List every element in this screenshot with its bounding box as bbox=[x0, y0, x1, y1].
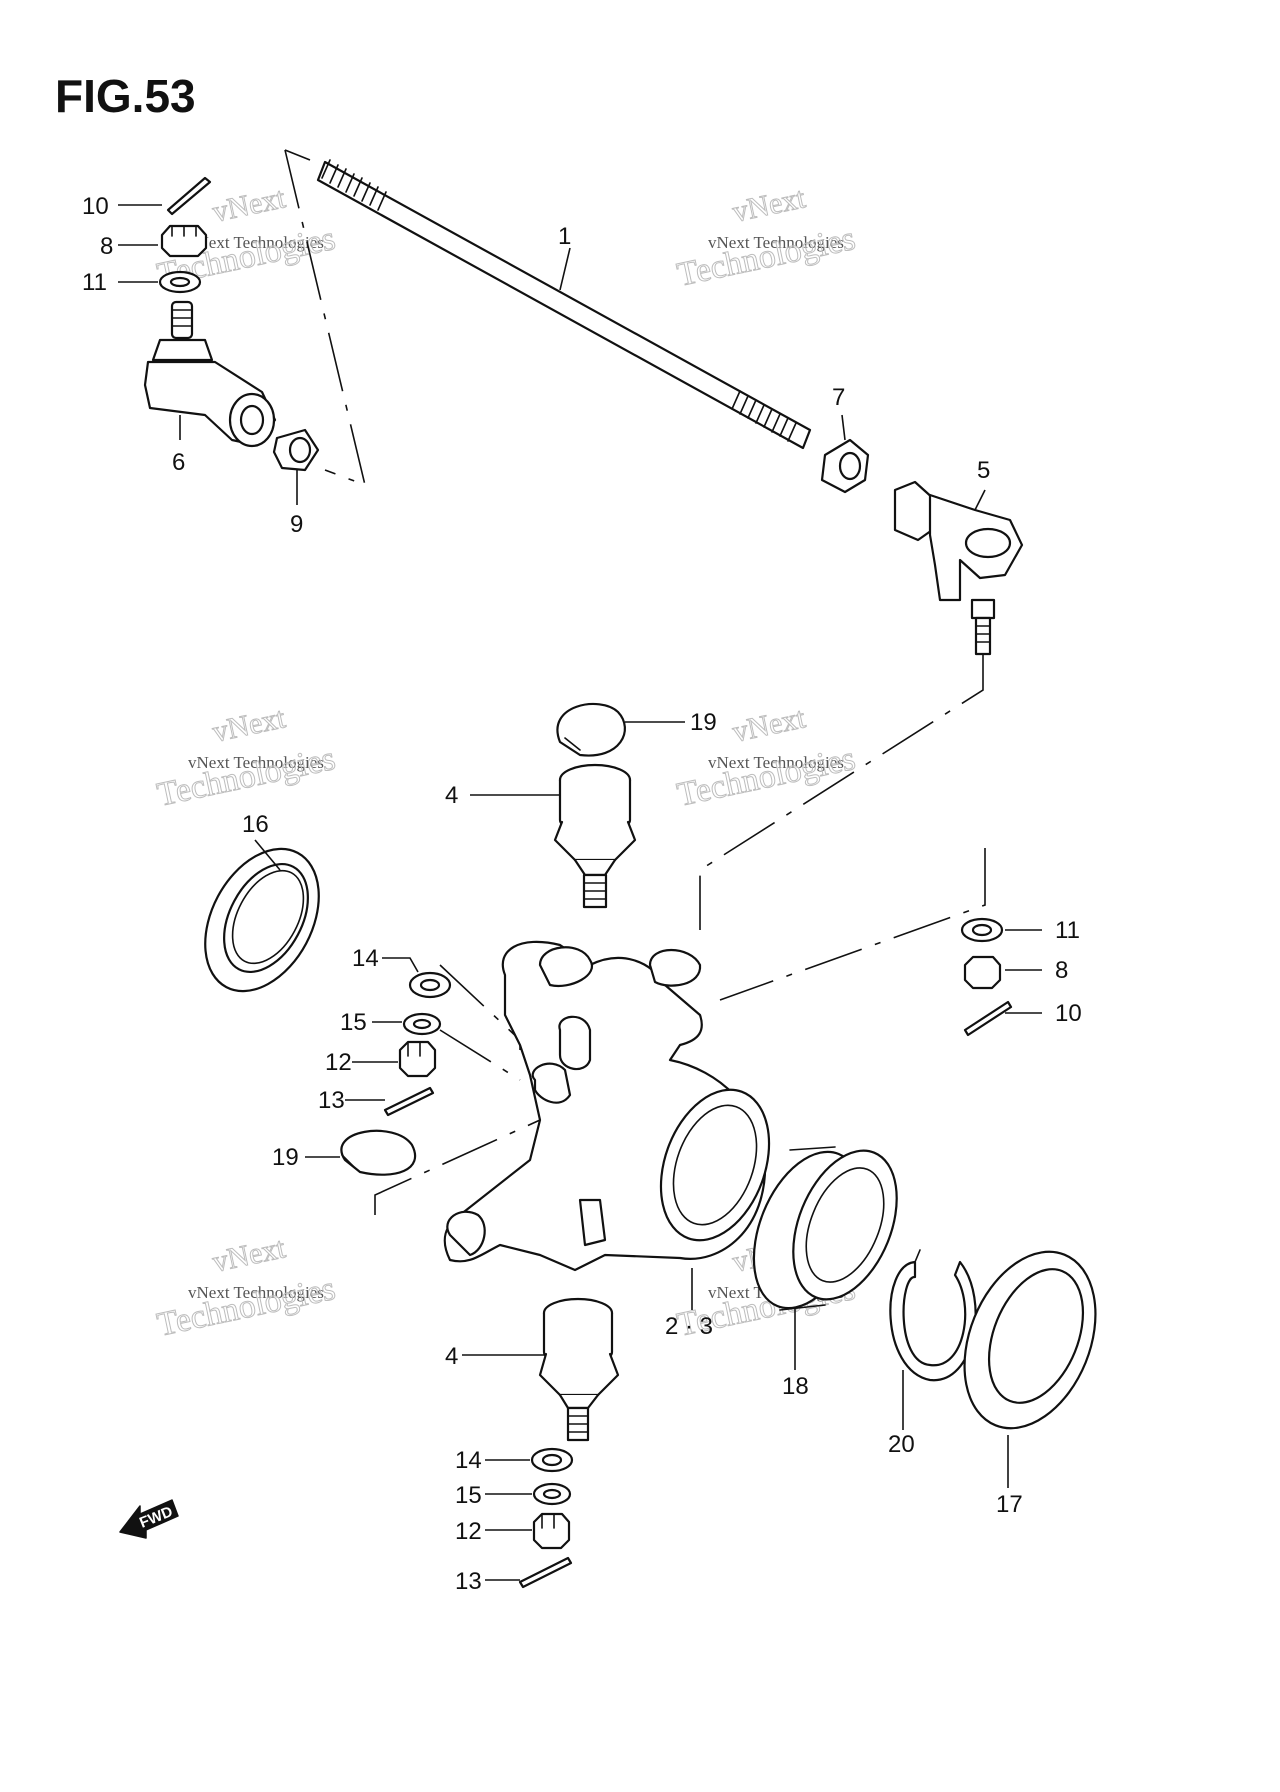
steering-knuckle bbox=[443, 940, 771, 1272]
svg-text:vNext: vNext bbox=[210, 1231, 289, 1279]
svg-text:Technologies: Technologies bbox=[154, 740, 339, 814]
guide-line bbox=[284, 149, 367, 487]
leader-lines bbox=[118, 204, 1042, 1581]
oil-seal bbox=[963, 1250, 1097, 1430]
washer bbox=[530, 1447, 574, 1473]
ball-joint bbox=[538, 1297, 620, 1442]
assembly-guides bbox=[284, 149, 986, 1215]
guide-line bbox=[439, 1029, 521, 1081]
svg-text:Technologies: Technologies bbox=[154, 1270, 339, 1344]
castle-nut bbox=[532, 1512, 571, 1550]
circlip bbox=[889, 1249, 977, 1382]
svg-text:vNext Technologies: vNext Technologies bbox=[188, 753, 324, 772]
washer bbox=[408, 971, 452, 999]
guide-line bbox=[719, 848, 986, 1001]
callout-14: 14 bbox=[352, 945, 379, 972]
figure-title: FIG.53 bbox=[55, 70, 196, 122]
callout-10: 10 bbox=[1055, 1000, 1082, 1027]
callout-14: 14 bbox=[455, 1447, 482, 1474]
washer bbox=[532, 1482, 572, 1506]
tie-rod-end-right bbox=[893, 480, 1024, 656]
washer bbox=[158, 270, 202, 294]
tie-rod bbox=[316, 159, 812, 450]
callout-11: 11 bbox=[82, 269, 107, 296]
washer bbox=[960, 917, 1004, 943]
ball-joint bbox=[553, 763, 637, 909]
wheel-bearing bbox=[752, 1146, 898, 1311]
callout-12: 12 bbox=[325, 1049, 352, 1076]
callout-10: 10 bbox=[82, 193, 109, 220]
svg-text:vNext Technologies: vNext Technologies bbox=[188, 1283, 324, 1302]
svg-text:Technologies: Technologies bbox=[674, 740, 859, 814]
washer bbox=[402, 1012, 442, 1036]
callout-2-3: 2 · 3 bbox=[665, 1313, 713, 1340]
callout-5: 5 bbox=[977, 457, 990, 484]
guide-line bbox=[284, 149, 311, 161]
circlip bbox=[340, 1129, 417, 1176]
guide-line bbox=[699, 655, 984, 930]
callout-15: 15 bbox=[455, 1482, 482, 1509]
callout-19: 19 bbox=[690, 709, 717, 736]
oil-seal bbox=[204, 847, 320, 993]
nut bbox=[820, 438, 870, 494]
forward-arrow-icon: FWD bbox=[119, 1499, 179, 1539]
svg-text:vNext: vNext bbox=[730, 701, 809, 749]
castle-nut bbox=[160, 224, 208, 258]
callout-11: 11 bbox=[1055, 917, 1080, 944]
cotter-pin bbox=[383, 1086, 435, 1117]
watermark: vNext vNext Technologies Technologies bbox=[673, 181, 859, 295]
watermark: vNext vNext Technologies Technologies bbox=[153, 701, 339, 815]
watermark: vNext vNext Technologies Technologies bbox=[153, 1231, 339, 1345]
callout-18: 18 bbox=[782, 1373, 809, 1400]
callout-8: 8 bbox=[100, 233, 113, 260]
guide-line bbox=[374, 1119, 541, 1215]
callout-4: 4 bbox=[445, 782, 458, 809]
callout-15: 15 bbox=[340, 1009, 367, 1036]
callout-12: 12 bbox=[455, 1518, 482, 1545]
callout-13: 13 bbox=[455, 1568, 482, 1595]
svg-text:vNext: vNext bbox=[730, 181, 809, 229]
svg-text:Technologies: Technologies bbox=[674, 220, 859, 294]
rod-thread-bottom bbox=[731, 390, 797, 442]
callout-4: 4 bbox=[445, 1343, 458, 1370]
svg-text:vNext Technologies: vNext Technologies bbox=[708, 753, 844, 772]
castle-nut bbox=[963, 955, 1002, 990]
cotter-pin bbox=[518, 1556, 573, 1589]
nut bbox=[272, 428, 320, 472]
svg-text:vNext Technologies: vNext Technologies bbox=[708, 233, 844, 252]
svg-text:vNext Technologies: vNext Technologies bbox=[188, 233, 324, 252]
rod-shaft bbox=[316, 160, 812, 450]
callout-13: 13 bbox=[318, 1087, 345, 1114]
callouts: 10 8 11 1 6 9 7 5 19 4 16 11 8 10 14 15 … bbox=[82, 193, 1082, 1595]
circlip bbox=[556, 703, 626, 757]
castle-nut bbox=[398, 1040, 437, 1078]
cotter-pin bbox=[166, 176, 212, 216]
callout-9: 9 bbox=[290, 511, 303, 538]
svg-text:vNext: vNext bbox=[210, 701, 289, 749]
callout-17: 17 bbox=[996, 1491, 1023, 1518]
svg-text:vNext: vNext bbox=[210, 181, 289, 229]
fwd-label: FWD bbox=[137, 1503, 175, 1532]
callout-7: 7 bbox=[832, 384, 845, 411]
cotter-pin bbox=[963, 1000, 1013, 1037]
callout-20: 20 bbox=[888, 1431, 915, 1458]
callout-1: 1 bbox=[558, 223, 571, 250]
callout-8: 8 bbox=[1055, 957, 1068, 984]
rod-thread-top bbox=[321, 159, 387, 211]
callout-16: 16 bbox=[242, 811, 269, 838]
callout-6: 6 bbox=[172, 449, 185, 476]
tie-rod-end-left bbox=[143, 300, 277, 448]
callout-19: 19 bbox=[272, 1144, 299, 1171]
